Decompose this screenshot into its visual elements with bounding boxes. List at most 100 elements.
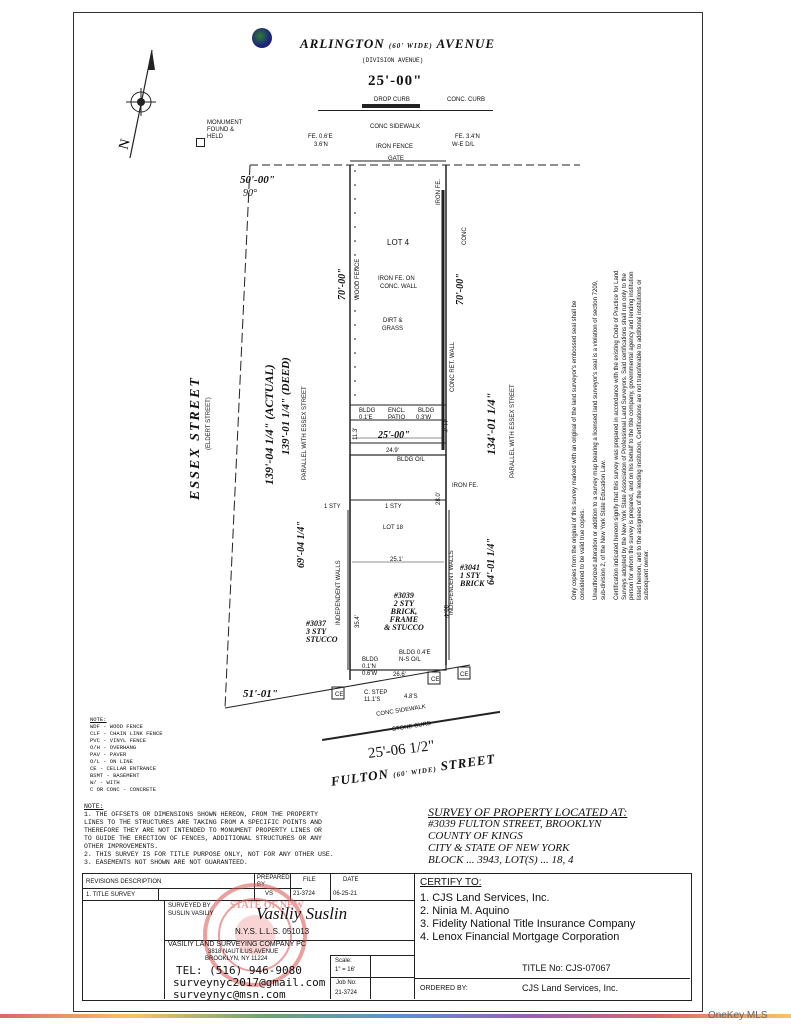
tb-line bbox=[290, 873, 291, 900]
dim-48: 4.8'S bbox=[404, 694, 418, 700]
h3037-num: #3037 bbox=[306, 619, 326, 628]
legend-item: CE - CELLAR ENTRANCE bbox=[90, 765, 157, 772]
survey-heading: SURVEY OF PROPERTY LOCATED AT: bbox=[428, 805, 628, 819]
rear-width: 25'-00" bbox=[378, 430, 410, 441]
survey-city: CITY & STATE OF NEW YORK bbox=[428, 842, 570, 854]
dim-354: 35.4' bbox=[355, 615, 361, 628]
onekey-watermark: OneKey MLS bbox=[708, 1010, 768, 1021]
certify-to-label: CERTIFY TO: bbox=[420, 877, 482, 888]
note-line: OTHER IMPROVEMENTS. bbox=[84, 843, 159, 850]
drop-curb-label: DROP CURB bbox=[374, 97, 410, 103]
bldg-left-off: 0.1'E bbox=[359, 415, 373, 421]
scale-value: 1" = 16' bbox=[335, 967, 356, 973]
h3041-num: #3041 bbox=[460, 563, 480, 572]
bldg-ol: BLDG O/L bbox=[397, 457, 425, 463]
dim-70-right: 70'-00" bbox=[455, 273, 466, 305]
fe-right-1: FE. 3.4'N bbox=[455, 134, 480, 140]
h3039-sty: 2 STY bbox=[393, 599, 415, 608]
legend-item: WDF - WOOD FENCE bbox=[90, 723, 143, 730]
legend-item: O/L - ON LINE bbox=[90, 758, 133, 765]
legend-item: W/ - WITH bbox=[90, 779, 120, 786]
note-line: 3. EASEMENTS NOT SHOWN ARE NOT GUARANTEE… bbox=[84, 859, 248, 866]
dim-64: 64'-01 1/4" bbox=[486, 538, 497, 585]
dim-251: 25.1' bbox=[390, 557, 403, 563]
rev-1: 1. TITLE SURVEY bbox=[86, 892, 136, 898]
top-street-width: (60' WIDE) bbox=[388, 42, 433, 50]
scale-label: Scale: bbox=[335, 958, 352, 964]
plan-drawing bbox=[224, 160, 580, 709]
ce-1: CE bbox=[335, 692, 344, 698]
note-line: TO GUIDE THE ERECTION OF FENCES, ADDITIO… bbox=[84, 835, 322, 842]
surveyor-seal-icon: STATE OF NEW bbox=[203, 883, 307, 987]
ordered-by-label: ORDERED BY: bbox=[420, 985, 468, 992]
legend-item: PAV - PAVER bbox=[90, 751, 127, 758]
survey-address: #3039 FULTON STREET, BROOKLYN bbox=[428, 818, 602, 830]
bfl-3: 0.6'W bbox=[362, 671, 378, 677]
legend-title: NOTE: bbox=[90, 716, 107, 723]
iron-fe-2: IRON FE. bbox=[452, 483, 479, 489]
top-street-name: ARLINGTON bbox=[300, 36, 385, 51]
house-3041: #3041 1 STY BRICK bbox=[460, 564, 484, 588]
tb-line bbox=[330, 955, 414, 956]
ce-3: CE bbox=[460, 672, 469, 678]
certify-item-1: 1. CJS Land Services, Inc. bbox=[420, 892, 550, 904]
title-block bbox=[82, 873, 692, 1001]
legal-text-column: Only copies from the original of this su… bbox=[572, 270, 652, 600]
encl-patio-2: PATIO bbox=[388, 415, 406, 421]
gate-label: GATE bbox=[388, 156, 404, 162]
revisions-label: REVISIONS DESCRIPTION bbox=[86, 879, 162, 885]
logo-mark bbox=[252, 28, 272, 48]
note-line: LINES TO THE STRUCTURES ARE TAKING FROM … bbox=[84, 819, 322, 826]
bldg-front-left: BLDG 0.1'N 0.6'W bbox=[362, 657, 378, 678]
top-sidewalk-label: CONC SIDEWALK bbox=[370, 124, 421, 130]
email-2[interactable]: surveynyc@msn.com bbox=[173, 988, 286, 1001]
legend: NOTE: WDF - WOOD FENCE CLF - CHAIN LINK … bbox=[90, 716, 163, 793]
h3039-m2: FRAME bbox=[389, 615, 419, 624]
wood-fence-vertical: WOOD FENCE bbox=[355, 258, 361, 300]
tb-line bbox=[164, 900, 165, 999]
dim-249: 24.9' bbox=[386, 448, 399, 454]
email-1[interactable]: surveynyc2017@gmail.com bbox=[173, 976, 326, 989]
conc-ret-wall-vertical: CONC RET. WALL bbox=[450, 341, 456, 392]
essex-street-label: ESSEX STREET bbox=[188, 376, 203, 500]
dim-304: 30.4' bbox=[442, 605, 448, 618]
ordered-by-value: CJS Land Services, Inc. bbox=[522, 983, 619, 993]
iron-fe-vertical: IRON FE. bbox=[436, 178, 442, 205]
tb-line bbox=[370, 955, 371, 999]
dim-69: 69'-04 1/4" bbox=[296, 521, 307, 568]
note-line: THEREFORE THEY ARE NOT INTENDED TO MONUM… bbox=[84, 827, 322, 834]
legal-p3: Certification indicated hereon signify t… bbox=[614, 270, 650, 600]
note-line: 1. THE OFFSETS OR DIMENSIONS SHOWN HEREO… bbox=[84, 811, 319, 818]
bldg-right: BLDG bbox=[418, 408, 435, 414]
survey-county: COUNTY OF KINGS bbox=[428, 830, 523, 842]
certify-item-2: 2. Ninia M. Aquino bbox=[420, 905, 510, 917]
essex-alt-label: (ELDERT STREET) bbox=[206, 397, 212, 450]
h3039-m1: BRICK, bbox=[390, 607, 418, 616]
tb-line bbox=[164, 940, 414, 941]
legal-p2: Unauthorized alteration or addition to a… bbox=[593, 280, 607, 600]
tb-line bbox=[414, 873, 415, 999]
survey-block-lot: BLOCK ... 3943, LOT(S) ... 18, 4 bbox=[428, 854, 574, 866]
surveyed-by-label: SURVEYED BY bbox=[168, 903, 211, 909]
job-value: 21-3724 bbox=[335, 990, 358, 996]
dirt-grass-1: DIRT & bbox=[383, 318, 403, 324]
bfr-2: N-S O/L bbox=[399, 657, 421, 663]
north-arrow-icon: N bbox=[117, 49, 156, 159]
top-street-suffix: AVENUE bbox=[436, 36, 496, 51]
license-number: N.Y.S. L.L.S. 051013 bbox=[235, 927, 310, 936]
top-frontage: 25'-00" bbox=[368, 73, 423, 89]
svg-text:N: N bbox=[117, 137, 134, 151]
legend-item: C OR CONC - CONCRETE bbox=[90, 786, 157, 793]
dist-50: 50'-00" bbox=[240, 174, 275, 186]
legend-item: BSMT - BASEMENT bbox=[90, 772, 140, 779]
date-value: 06-25-21 bbox=[333, 891, 358, 897]
dist-51: 51'-01" bbox=[243, 688, 278, 700]
drop-curb-bar bbox=[362, 104, 420, 108]
file-value: 21-3724 bbox=[293, 891, 316, 897]
address-1: 3818 NAUTILUS AVENUE bbox=[208, 949, 279, 955]
bfr-1: BLDG 0.4'E bbox=[399, 650, 431, 656]
monument-icon bbox=[196, 138, 205, 147]
c-step-1: C. STEP bbox=[364, 690, 388, 696]
legal-p1: Only copies from the original of this su… bbox=[572, 300, 586, 600]
top-street-title: ARLINGTON (60' WIDE) AVENUE bbox=[300, 36, 495, 52]
